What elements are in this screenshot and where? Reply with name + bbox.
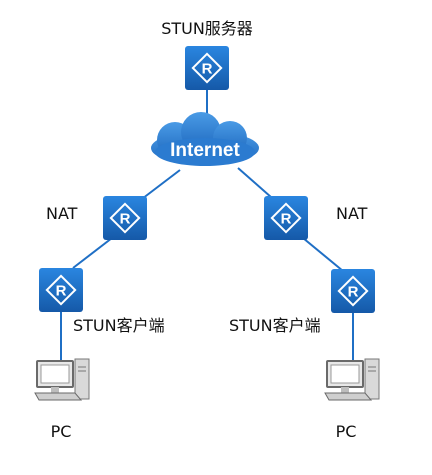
stun-client-left-router-icon: [38, 267, 84, 313]
internet-cloud-icon: Internet: [151, 112, 259, 166]
stun-client-right-label: STUN客户端: [229, 316, 321, 335]
stun-server-label: STUN服务器: [161, 19, 253, 38]
nat-left-label: NAT: [46, 204, 78, 223]
pc-left-icon: [34, 358, 90, 401]
stun-server-router-icon: [184, 45, 230, 91]
nat-left-router-icon: [102, 195, 148, 241]
link-nat-left-client-left: [72, 237, 113, 269]
stun-client-right-router-icon: [330, 268, 376, 314]
nat-right-label: NAT: [336, 204, 368, 223]
nat-right-router-icon: [263, 195, 309, 241]
pc-right-label: PC: [335, 422, 357, 441]
pc-right-icon: [324, 358, 380, 401]
stun-client-left-label: STUN客户端: [73, 316, 165, 335]
network-links: [60, 88, 354, 362]
pc-left-label: PC: [50, 422, 72, 441]
internet-label: Internet: [170, 140, 240, 161]
link-nat-right-client-right: [302, 237, 344, 272]
